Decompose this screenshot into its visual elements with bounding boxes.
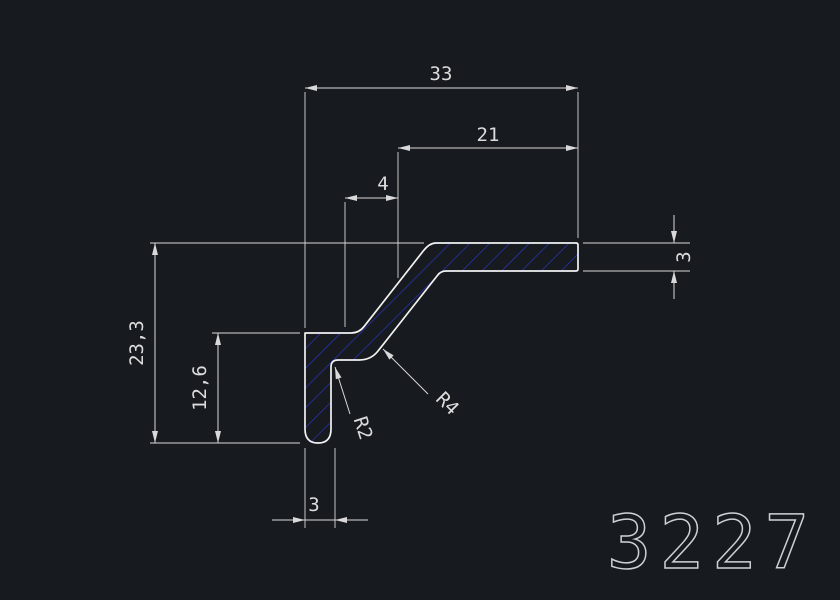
arrowhead-21-right <box>566 145 578 151</box>
arrowhead-3r-up <box>671 271 677 283</box>
arrowhead-33-right <box>566 85 578 91</box>
arrowhead-3r-down <box>671 231 677 243</box>
arrowhead-r2 <box>335 367 342 380</box>
dimension-width-upper-flange: 21 <box>398 124 578 151</box>
dim-text-4: 4 <box>377 173 388 195</box>
dim-text-12-6: 12,6 <box>189 365 211 411</box>
arrowhead-4-left <box>345 195 357 201</box>
dim-text-23-3: 23,3 <box>126 320 148 366</box>
part-number-label: 3227 <box>607 500 817 586</box>
dim-text-33: 33 <box>430 63 453 85</box>
arrowhead-3b-left <box>335 517 347 523</box>
extension-lines <box>150 92 690 528</box>
dimension-thickness-leg: 3 <box>272 494 368 523</box>
arrowhead-r4 <box>383 349 394 360</box>
arrowhead-233-top <box>152 243 158 255</box>
arrowhead-3b-right <box>293 517 305 523</box>
profile-section-outline <box>304 242 579 444</box>
dim-text-3-bottom: 3 <box>308 494 319 516</box>
dimension-width-total: 33 <box>305 63 578 91</box>
arrowhead-21-left <box>398 145 410 151</box>
arrowhead-33-left <box>305 85 317 91</box>
arrowhead-126-top <box>215 333 221 345</box>
arrowhead-4-right <box>386 195 398 201</box>
arrowhead-126-bottom <box>215 431 221 443</box>
dim-text-21: 21 <box>477 124 500 146</box>
arrowhead-233-bottom <box>152 431 158 443</box>
dimension-height-leg: 12,6 <box>189 333 221 443</box>
dimension-thickness-flange: 3 <box>671 215 695 299</box>
dimension-width-slant: 4 <box>345 173 398 201</box>
dim-text-3-right: 3 <box>673 251 695 262</box>
dimension-height-total: 23,3 <box>126 243 158 443</box>
